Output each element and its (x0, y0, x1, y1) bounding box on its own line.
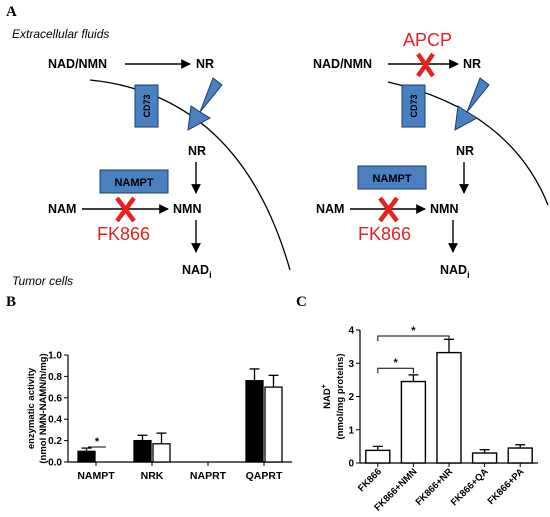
chart-b-y-tick-label: 0.0 (48, 458, 62, 469)
left-block-x-icon (115, 196, 136, 223)
chart-b-bar (152, 443, 171, 463)
panel-a-label: A (6, 4, 17, 20)
chart-c-y-tick-label: 1 (348, 425, 354, 436)
chart-c-y-tick-label: 2 (348, 392, 354, 403)
left-cd73-arrow (187, 77, 223, 131)
chart-c-bar (436, 351, 462, 464)
right-nad-nmn: NAD/NMN (313, 57, 372, 71)
chart-c-x-tick-label: FK866+PA (486, 466, 527, 507)
right-block-x-fk866-icon (378, 196, 399, 223)
left-nad: NADi (182, 263, 212, 280)
right-nampt-label: NAMPT (372, 173, 411, 185)
chart-c-y-label: NAD+ (321, 384, 333, 409)
chart-b-x-tick-label: NRK (141, 470, 164, 482)
chart-c-sig2-star: * (411, 325, 416, 337)
chart-b-y-tick-label: 0.8 (48, 372, 62, 383)
chart-c-sig1-bracket (377, 367, 414, 374)
chart-b-y-label: enzymatic activity (26, 367, 37, 449)
chart-c-y-tick-label: 3 (348, 359, 354, 370)
chart-b-bar (133, 439, 152, 463)
chart-c-bar (471, 452, 498, 464)
chart-c-sig1-star: * (393, 357, 398, 369)
cell-membrane-left (89, 79, 291, 271)
chart-b-x-tick-label: NAPRT (190, 470, 227, 482)
chart-c-bar (400, 380, 427, 464)
right-nr-mid: NR (456, 144, 474, 158)
panel-b-label: B (6, 294, 16, 310)
left-nampt-box: NAMPT (99, 169, 169, 194)
chart-b-x-tick-label: QAPRT (246, 470, 283, 482)
right-apcp: APCP (403, 30, 452, 50)
panel-c-label: C (296, 294, 307, 310)
right-cd73-box: CD73 (401, 84, 426, 128)
chart-c-bar (365, 449, 391, 464)
chart-b-y-label-units: (nmol NMN-NAMN/h/mg) (38, 353, 49, 463)
right-cd73-label: CD73 (409, 94, 419, 117)
right-block-x-apcp-icon (416, 52, 435, 78)
chart-c-x-tick-label: FK866+QA (449, 466, 491, 508)
chart-c-y-label-text: NAD (322, 388, 333, 409)
chart-c-y-label-sup: + (321, 384, 328, 388)
chart-c-y-tick-label: 4 (348, 326, 354, 337)
right-nr-top: NR (463, 57, 481, 71)
left-cd73-label: CD73 (142, 94, 152, 117)
left-nad-nmn: NAD/NMN (48, 57, 107, 71)
chart-b-bar (77, 450, 96, 463)
chart-b-bar (264, 386, 283, 463)
chart-b-y-tick-label: 0.4 (48, 415, 62, 426)
chart-b-bar (245, 380, 264, 463)
right-cd73-arrow (454, 77, 490, 131)
right-nam: NAM (316, 202, 344, 216)
chart-b-y-tick-label: 1.0 (48, 351, 62, 362)
chart-b: 0.0 0.2 0.4 0.6 0.8 1.0 enzymatic activity(nmo… (26, 351, 292, 482)
chart-c-sig2-bracket (377, 335, 450, 341)
left-nampt-label: NAMPT (114, 177, 153, 189)
left-nr-mid: NR (188, 144, 206, 158)
right-fk866: FK866 (358, 224, 411, 244)
chart-b-sig-star: * (95, 436, 100, 448)
right-nampt-box: NAMPT (357, 165, 427, 190)
right-nad: NADi (440, 263, 470, 280)
right-nmn: NMN (430, 202, 458, 216)
chart-c-y-label-units: (nmol/mg proteins) (335, 353, 346, 439)
left-cd73-box: CD73 (134, 84, 159, 128)
chart-c-bar (507, 447, 533, 464)
chart-b-y-tick-label: 0.6 (48, 393, 62, 404)
left-nmn: NMN (173, 202, 201, 216)
chart-c-x-tick-label: FK866 (356, 466, 384, 494)
chart-b-x-tick-label: NAMPT (77, 470, 115, 482)
left-nam: NAM (48, 202, 76, 216)
chart-b-y-tick-label: 0.2 (48, 436, 62, 447)
left-nr-top: NR (196, 57, 214, 71)
tumor-cells-label: Tumor cells (12, 274, 73, 288)
extracellular-label: Extracellular fluids (12, 27, 109, 41)
left-fk866: FK866 (97, 224, 150, 244)
chart-c-y-tick-label: 0 (348, 459, 354, 470)
